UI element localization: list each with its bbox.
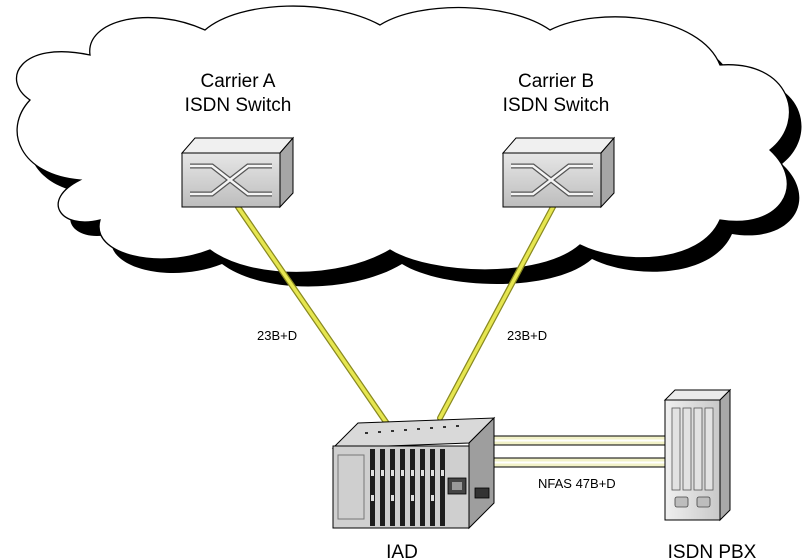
carrier-b-type: ISDN Switch xyxy=(503,95,610,116)
iad-label: IAD xyxy=(386,542,418,560)
link-pbx-label: NFAS 47B+D xyxy=(538,476,616,491)
carrier-network-cloud xyxy=(15,5,802,287)
carrier-a-type: ISDN Switch xyxy=(185,95,292,116)
link-carrier-a-to-iad xyxy=(235,204,391,428)
link-b-label: 23B+D xyxy=(507,328,547,343)
cloud-shape xyxy=(15,5,791,274)
carrier-b-switch-icon xyxy=(501,136,616,209)
carrier-b-name: Carrier B xyxy=(518,71,594,92)
carrier-a-label: Carrier A ISDN Switch xyxy=(185,71,292,116)
link-iad-to-pbx xyxy=(487,435,667,468)
carrier-a-switch-icon xyxy=(180,136,295,209)
pbx-icon xyxy=(663,388,732,522)
carrier-a-name: Carrier A xyxy=(201,71,276,92)
iad-chassis-icon xyxy=(331,416,496,530)
link-carrier-b-to-iad xyxy=(437,204,556,421)
link-a-label: 23B+D xyxy=(257,328,297,343)
carrier-b-label: Carrier B ISDN Switch xyxy=(503,71,610,116)
pbx-label: ISDN PBX xyxy=(668,542,757,560)
